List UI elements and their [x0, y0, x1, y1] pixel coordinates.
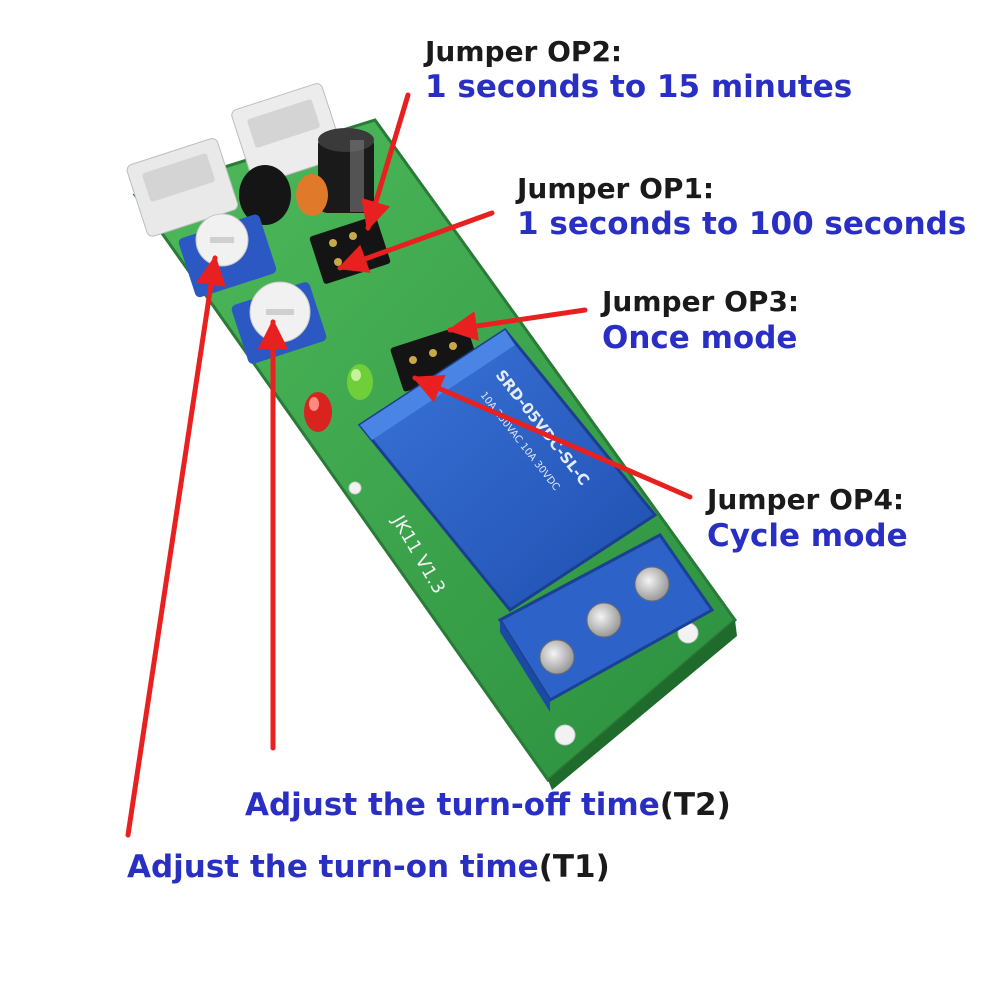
- t2-annotation: Adjust the turn-off time(T2): [245, 790, 731, 821]
- arrow-op3: [447, 307, 588, 341]
- connector-right: [231, 83, 344, 185]
- mount-hole: [348, 481, 362, 495]
- screw-terminal: [497, 533, 715, 712]
- t2-text: Adjust the turn-off time: [245, 787, 660, 823]
- t1-tag: (T1): [538, 849, 610, 885]
- connector-left: [126, 138, 239, 237]
- arrow-op4: [412, 374, 693, 500]
- arrow-op2: [361, 92, 411, 231]
- op3-desc: Once mode: [602, 320, 798, 356]
- arrow-op1: [337, 210, 495, 273]
- op1-desc: 1 seconds to 100 seconds: [517, 206, 967, 242]
- capacitor: [318, 128, 374, 213]
- led-green: [347, 364, 373, 400]
- arrow-t1: [125, 255, 226, 838]
- op4-desc: Cycle mode: [707, 518, 908, 554]
- screw: [586, 602, 622, 638]
- t1-annotation: Adjust the turn-on time(T1): [127, 852, 610, 883]
- op1-title: Jumper OP1:: [517, 172, 715, 205]
- pcb-edge: [548, 620, 737, 790]
- op3-title: Jumper OP3:: [602, 285, 800, 318]
- screw: [539, 639, 575, 675]
- mount-hole: [554, 724, 576, 746]
- t2-tag: (T2): [659, 787, 731, 823]
- screw: [634, 566, 670, 602]
- annotation-arrows: [125, 92, 693, 838]
- op2-desc: 1 seconds to 15 minutes: [425, 69, 853, 105]
- led-red: [304, 392, 332, 432]
- op2-title: Jumper OP2:: [425, 35, 623, 68]
- transistor: [239, 165, 291, 225]
- t1-text: Adjust the turn-on time: [127, 849, 539, 885]
- ceramic-capacitor: [296, 174, 328, 216]
- op4-title: Jumper OP4:: [707, 483, 905, 516]
